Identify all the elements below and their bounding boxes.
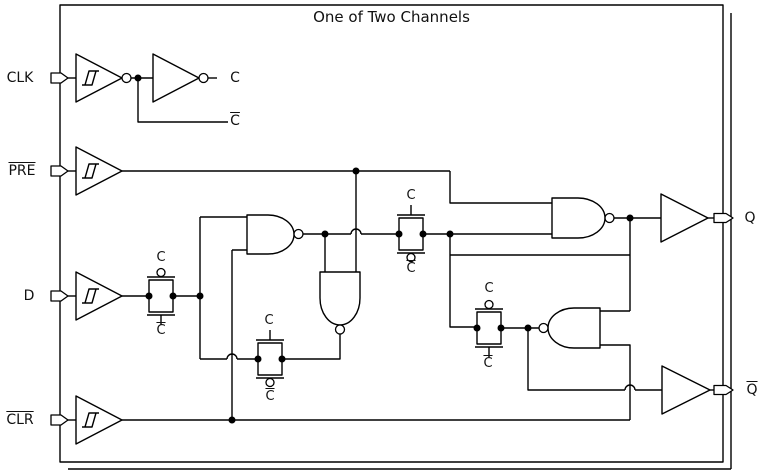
q-output-buffer bbox=[660, 193, 709, 243]
qbar-pin-icon bbox=[713, 384, 734, 396]
tg1-cbar-label: C bbox=[156, 323, 166, 338]
hysteresis-icon bbox=[82, 288, 99, 304]
transmission-gate-4 bbox=[254, 330, 286, 388]
outer-border bbox=[59, 4, 732, 470]
tg2-cbar-label: C bbox=[406, 261, 416, 276]
transmission-gate-2 bbox=[395, 205, 427, 263]
clock-c-label: C bbox=[230, 70, 240, 86]
tg3-c-label: C bbox=[484, 281, 494, 296]
tg1-c-label: C bbox=[156, 250, 166, 265]
pin-tags bbox=[50, 72, 734, 426]
schmitt-buffer-pre bbox=[75, 146, 123, 196]
clock-cbar-label: C bbox=[230, 113, 240, 129]
tg2-c-label: C bbox=[406, 188, 416, 203]
d-input-path bbox=[68, 271, 149, 321]
qbar-output-label: Q bbox=[746, 382, 758, 398]
title: One of Two Channels bbox=[313, 8, 470, 26]
q-pin-icon bbox=[713, 212, 734, 224]
wire-hop bbox=[303, 228, 399, 235]
tg4-c-label: C bbox=[264, 313, 274, 328]
schmitt-buffer-clr bbox=[75, 395, 123, 445]
clr-pin-icon bbox=[50, 414, 69, 426]
hysteresis-icon bbox=[82, 70, 99, 86]
hysteresis-icon bbox=[82, 412, 99, 428]
tg4-cbar-label: C bbox=[265, 389, 275, 404]
wire-hop bbox=[527, 328, 662, 391]
q-output-label: Q bbox=[744, 210, 756, 226]
tg3-cbar-label: C bbox=[483, 356, 493, 371]
schmitt-buffer-d bbox=[75, 271, 123, 321]
master-latch bbox=[173, 214, 399, 420]
clock-generator bbox=[68, 53, 228, 123]
qbar-output-buffer bbox=[661, 365, 711, 415]
slave-latch bbox=[423, 197, 662, 420]
transmission-gate-1 bbox=[145, 267, 177, 325]
nand-gate-2-down bbox=[319, 271, 361, 326]
clk-pin-icon bbox=[50, 72, 69, 84]
clr-input-label: CLR bbox=[6, 412, 34, 428]
pre-input-path bbox=[68, 146, 552, 272]
wire-hop bbox=[200, 353, 258, 360]
d-pin-icon bbox=[50, 290, 69, 302]
nand-gate-3 bbox=[551, 197, 606, 239]
transmission-gate-3 bbox=[473, 299, 505, 357]
nand-gate-4-left bbox=[547, 307, 601, 349]
inverter-c bbox=[152, 53, 200, 103]
d-input-label: D bbox=[23, 288, 35, 304]
output-buffers bbox=[660, 193, 714, 415]
hysteresis-icon bbox=[82, 163, 99, 179]
pre-pin-icon bbox=[50, 165, 69, 177]
clk-input-label: CLK bbox=[6, 70, 34, 86]
clr-input-path bbox=[68, 395, 630, 445]
schmitt-inverter-clk bbox=[75, 53, 123, 103]
pre-input-label: PRE bbox=[8, 163, 36, 179]
nand-gate-1 bbox=[246, 214, 295, 255]
